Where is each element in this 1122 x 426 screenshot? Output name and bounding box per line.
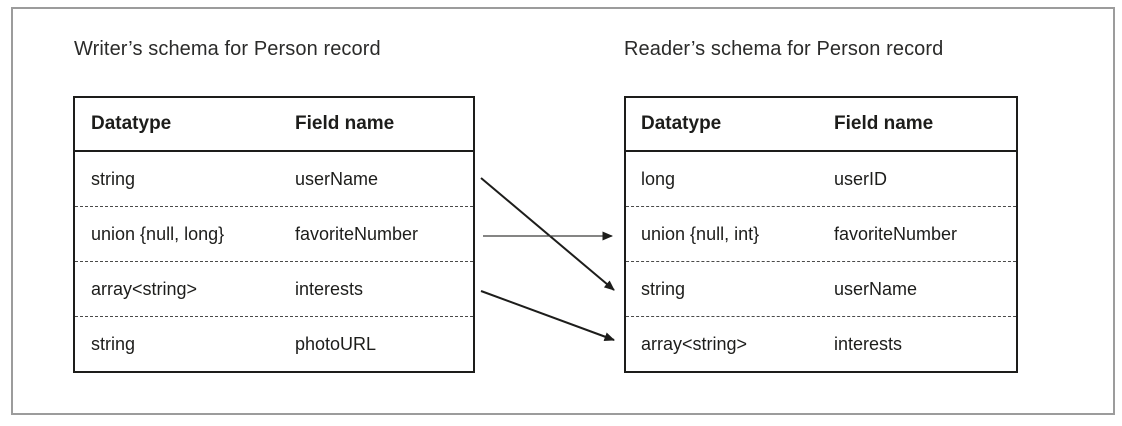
table-row-userid: long userID <box>626 152 1016 206</box>
field-name-column-header: Field name <box>834 113 934 134</box>
field-name-cell: userName <box>295 168 379 189</box>
datatype-cell: string <box>91 333 136 354</box>
table-row-interests: array<string> interests <box>626 316 1016 371</box>
field-name-cell: favoriteNumber <box>295 223 419 244</box>
field-name-cell: photoURL <box>295 333 377 354</box>
field-name-cell: interests <box>295 278 364 299</box>
datatype-cell: long <box>641 168 676 189</box>
datatype-cell: union {null, long} <box>91 223 225 244</box>
datatype-column-header: Datatype <box>91 113 172 134</box>
table-row-photourl: string photoURL <box>75 316 473 371</box>
field-name-cell: userID <box>834 168 888 189</box>
datatype-cell: string <box>641 278 686 299</box>
field-name-cell: favoriteNumber <box>834 223 958 244</box>
reader-table-header-row: Datatype Field name <box>626 98 1016 152</box>
table-row-username: string userName <box>626 261 1016 316</box>
writer-table-header-row: Datatype Field name <box>75 98 473 152</box>
writer-schema-table: Datatype Field name string userName unio… <box>73 96 475 373</box>
field-name-cell: userName <box>834 278 918 299</box>
reader-schema-table: Datatype Field name long userID union {n… <box>624 96 1018 373</box>
table-row-favoritenumber: union {null, long} favoriteNumber <box>75 206 473 261</box>
writer-schema-title: Writer’s schema for Person record <box>74 38 381 60</box>
table-row-username: string userName <box>75 152 473 206</box>
datatype-cell: string <box>91 168 136 189</box>
table-row-favoritenumber: union {null, int} favoriteNumber <box>626 206 1016 261</box>
table-row-interests: array<string> interests <box>75 261 473 316</box>
datatype-cell: union {null, int} <box>641 223 760 244</box>
reader-schema-title: Reader’s schema for Person record <box>624 38 944 60</box>
field-name-cell: interests <box>834 333 903 354</box>
field-name-column-header: Field name <box>295 113 395 134</box>
datatype-column-header: Datatype <box>641 113 722 134</box>
datatype-cell: array<string> <box>641 333 748 354</box>
datatype-cell: array<string> <box>91 278 198 299</box>
